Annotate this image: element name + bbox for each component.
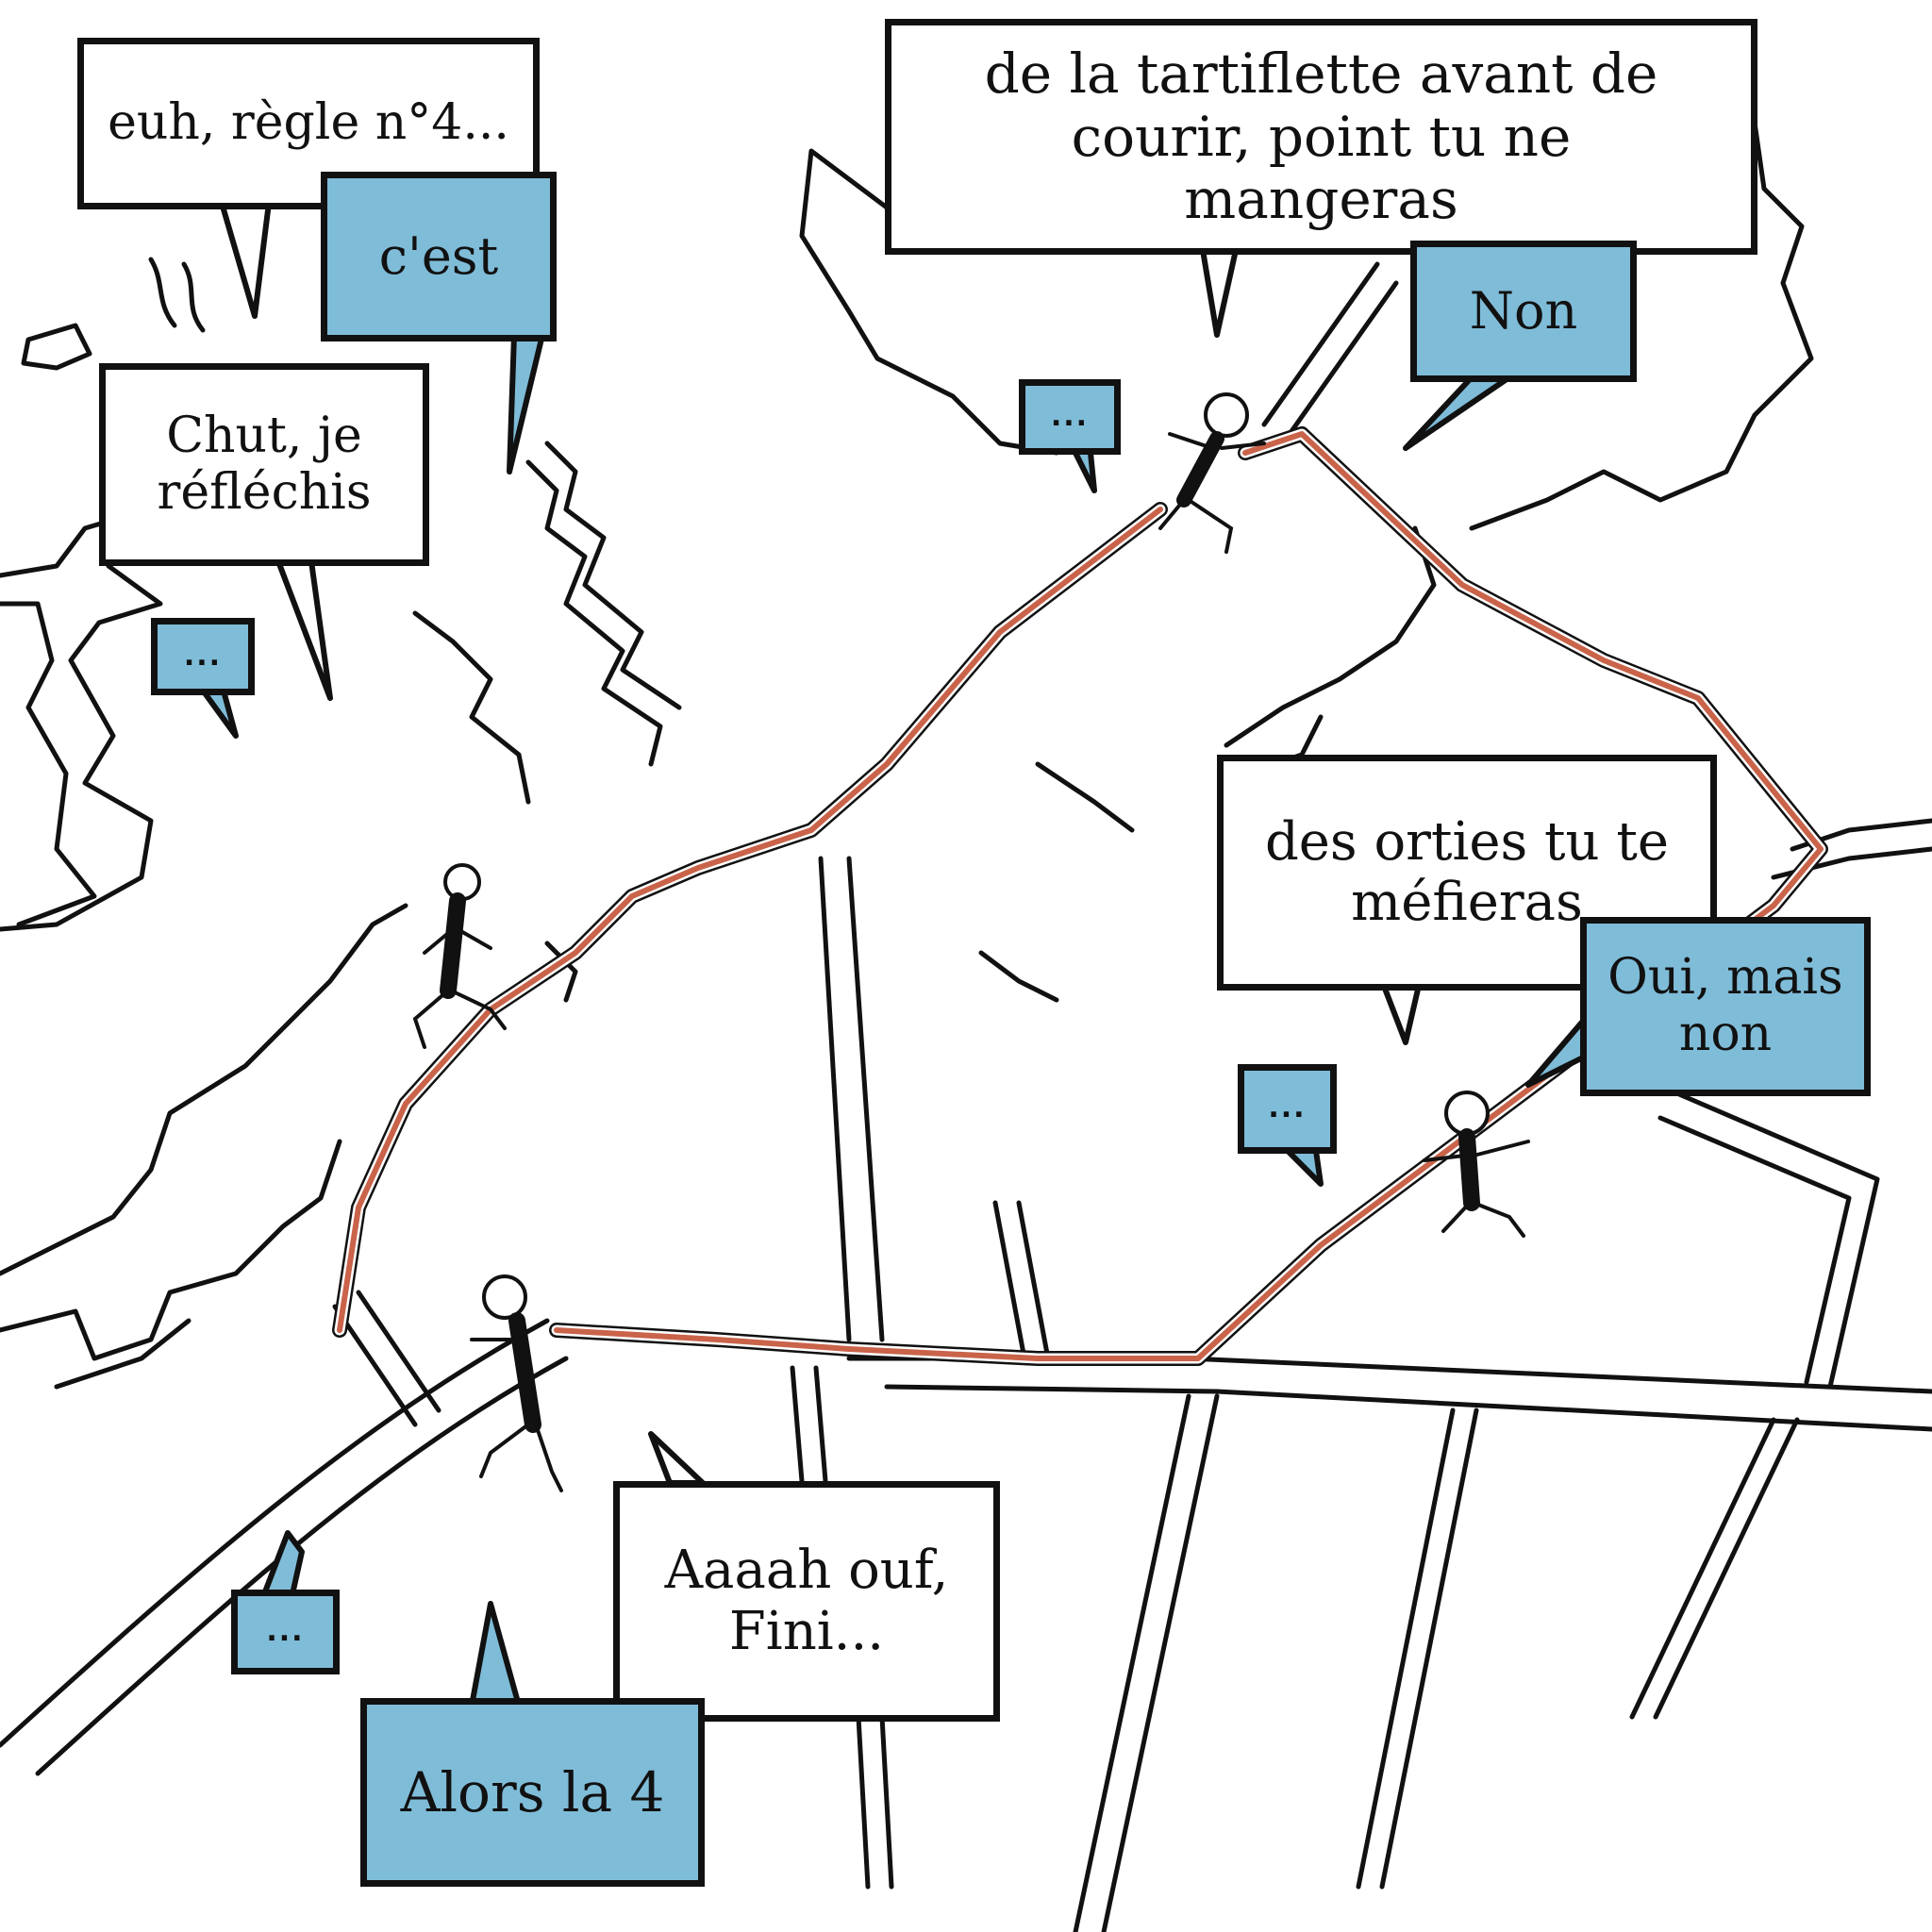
road [1629,1417,1776,1720]
terrain-contour [978,950,1059,1003]
speech-bubble-cest: c'est [321,172,557,341]
terrain-contour [544,441,682,710]
bubble-text: ... [1268,1091,1307,1125]
road [884,1384,1932,1432]
runner-figure [1423,1091,1530,1238]
bubble-text: Alors la 4 [400,1759,665,1824]
road [790,1365,805,1484]
terrain-contour [0,601,97,927]
road [992,1200,1026,1357]
road [356,1290,441,1413]
speech-bubble-non: Non [1410,241,1637,382]
bubble-text: de la tartiflette avant de courir, point… [984,41,1658,232]
terrain-contour [799,148,1059,456]
bubble-text: ... [1050,399,1090,433]
terrain-contour [181,261,206,333]
bubble-tail [507,332,545,475]
road [35,1356,569,1776]
road [818,856,852,1342]
terrain-contour [412,610,531,805]
bubble-tail [1200,247,1239,338]
speech-bubble-chut: Chut, je réfléchis [99,363,429,566]
speech-bubble-tartiflette: de la tartiflette avant de courir, point… [885,19,1757,255]
road [846,856,885,1342]
bubble-tail [1403,375,1512,451]
runner-figure [470,1274,563,1492]
bubble-text: c'est [378,225,499,286]
bubble-text: Oui, mais non [1607,949,1843,1062]
road [332,1304,418,1427]
bubble-text: Aaaah ouf, Fini... [664,1540,949,1662]
terrain-contour [544,941,578,1003]
terrain-contour [0,511,163,932]
runner-figure [1158,392,1266,554]
speech-bubble-ellipsis: ... [1238,1064,1337,1154]
bubble-text: Chut, je réfléchis [157,407,372,521]
road [1016,1200,1050,1357]
terrain-contour [1035,761,1135,833]
road [1280,280,1399,446]
terrain-contour [525,459,663,767]
bubble-tail [1285,1148,1324,1187]
terrain-contour [54,1318,192,1390]
bubble-tail [219,200,272,319]
terrain-contour [0,903,408,1276]
speech-bubble-alors-la-4: Alors la 4 [360,1698,705,1887]
bubble-text: Non [1469,280,1578,341]
speech-bubble-rule-question: euh, règle n°4... [77,38,540,209]
road [1379,1407,1479,1890]
runner-figure [412,863,507,1049]
bubble-text: euh, règle n°4... [108,94,509,152]
terrain-contour [1469,120,1814,531]
bubble-text: ... [183,639,223,673]
bubble-text: ... [266,1614,305,1648]
bubble-text: des orties tu te méfieras [1264,810,1670,933]
speech-bubble-ellipsis: ... [1019,379,1121,455]
road [1073,1393,1191,1932]
road [1676,1091,1880,1390]
bubble-tail [261,1530,305,1597]
road [813,1365,828,1484]
speech-bubble-oui-mais-non: Oui, mais non [1580,917,1871,1096]
road [1653,1417,1800,1720]
road [1101,1393,1220,1932]
road [1657,1115,1852,1385]
road [856,1714,871,1890]
terrain-contour [0,1139,342,1361]
terrain-contour [148,257,177,328]
road [0,1318,550,1748]
bubble-tail [648,1431,706,1486]
speech-bubble-ellipsis: ... [231,1590,340,1674]
terrain-contour [1224,525,1437,748]
speech-bubble-ellipsis: ... [151,618,255,695]
bubble-tail [469,1601,522,1708]
bubble-tail [275,558,333,701]
terrain-contour [21,323,92,371]
road [879,1714,894,1890]
road [1261,261,1380,427]
road [1356,1407,1456,1890]
speech-bubble-aaaah: Aaaah ouf, Fini... [613,1481,1000,1722]
